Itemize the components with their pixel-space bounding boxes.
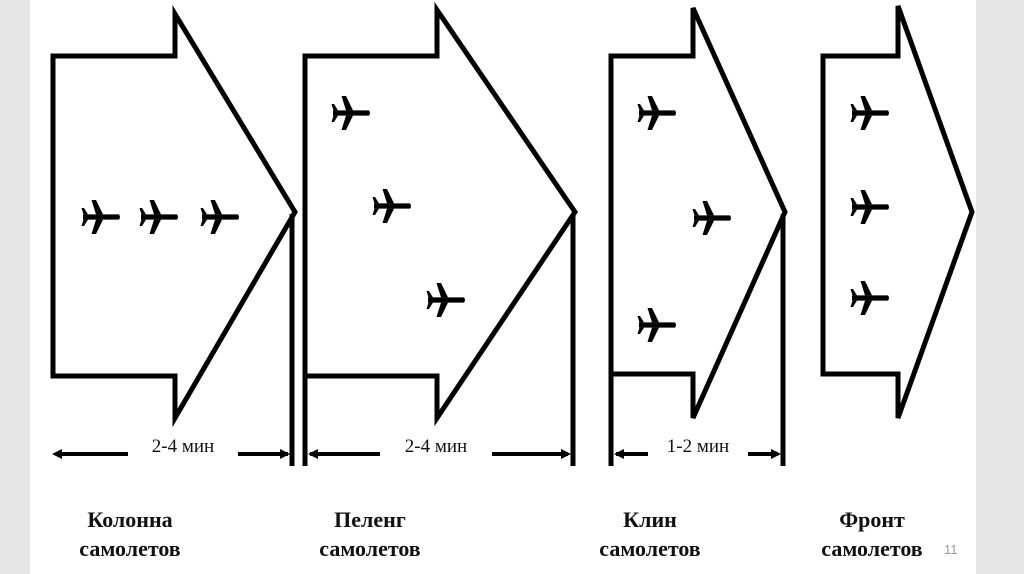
arrow-front — [820, 5, 975, 419]
caption-peleng: Пеленг самолетов — [270, 505, 470, 563]
caption-line1: Пеленг — [334, 507, 406, 532]
caption-kolonna: Колонна самолетов — [30, 505, 230, 563]
distance-marker-peleng — [302, 214, 576, 466]
caption-line2: самолетов — [821, 536, 923, 561]
caption-line2: самолетов — [319, 536, 421, 561]
page-number: 11 — [944, 542, 958, 557]
caption-front: Фронт самолетов — [772, 505, 972, 563]
distance-label-kolonna: 2-4 мин — [152, 436, 214, 457]
caption-line1: Фронт — [839, 507, 905, 532]
arrow-peleng — [302, 1, 579, 427]
caption-line2: самолетов — [599, 536, 701, 561]
caption-line2: самолетов — [79, 536, 181, 561]
arrow-klin — [608, 6, 788, 420]
distance-label-klin: 1-2 мин — [667, 436, 729, 457]
caption-line1: Клин — [623, 507, 677, 532]
caption-line1: Колонна — [87, 507, 173, 532]
caption-klin: Клин самолетов — [550, 505, 750, 563]
distance-marker-kolonna — [52, 214, 295, 466]
distance-marker-klin — [608, 214, 786, 466]
distance-label-peleng: 2-4 мин — [405, 436, 467, 457]
